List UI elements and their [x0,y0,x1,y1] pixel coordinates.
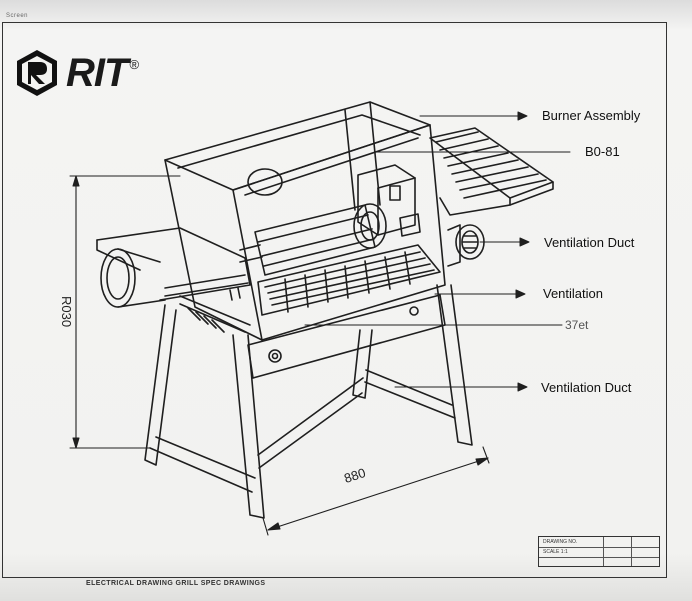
title-block-row2: SCALE 1:1 [543,549,568,555]
callout-leaders [304,111,571,392]
brand-logo: RIT ® [12,48,139,98]
burner-tube [239,203,387,276]
registered-mark: ® [129,56,140,72]
side-shelf-grate [429,127,554,216]
height-dimension-label: R030 [59,296,74,328]
ventilation-fan [447,224,485,267]
cooking-grate [257,244,441,316]
brand-emblem-icon [17,50,57,96]
callout-ventilation-duct-upper: Ventilation Duct [544,235,635,250]
callout-ventilation: Ventilation [543,286,603,301]
callout-part-code: B0-81 [585,144,620,159]
title-block-row1: DRAWING NO. [543,539,578,545]
callout-ventilation-duct-lower: Ventilation Duct [541,380,632,395]
title-block: DRAWING NO. SCALE 1:1 [538,536,660,567]
footer-drawing-note: ELECTRICAL DRAWING GRILL SPEC DRAWINGS [86,580,266,587]
brand-name: RIT [66,51,128,95]
width-dimension-line [262,446,490,536]
sheet-border [2,22,667,578]
burner-box [357,164,421,237]
callout-dimension-note: 37et [565,318,589,332]
grill-legs [144,284,473,519]
sheet-top-label: Screen [6,13,29,19]
callout-burner-assembly: Burner Assembly [542,108,641,123]
exhaust-chute [96,227,251,308]
height-dimension-line [69,175,181,449]
